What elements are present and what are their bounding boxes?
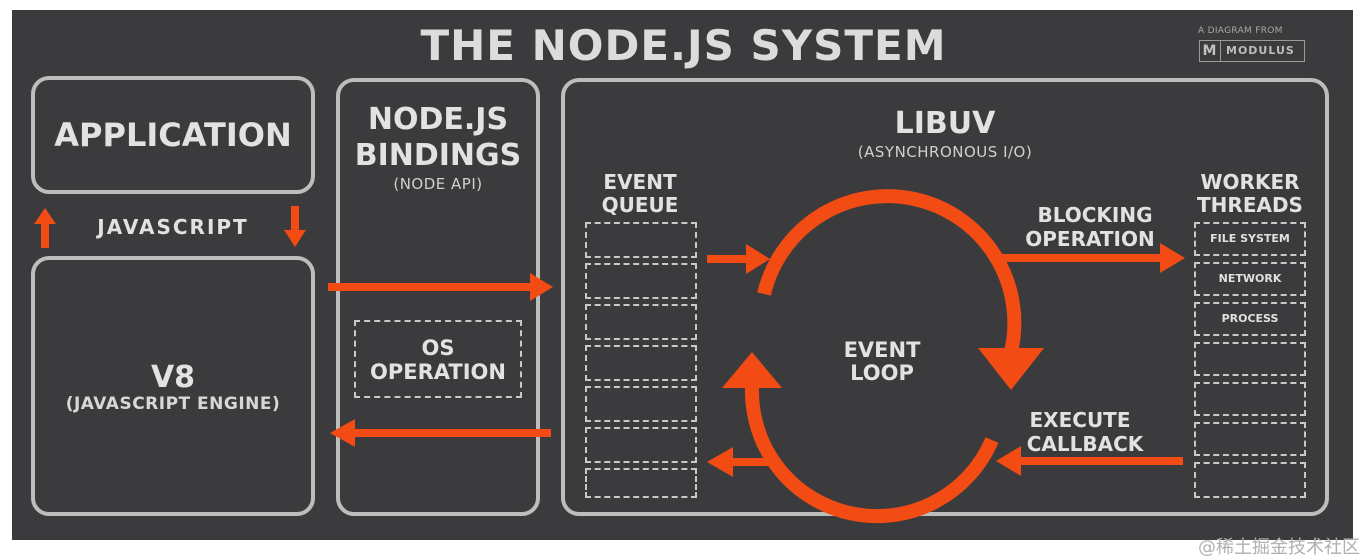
event-loop-arc-top [757, 189, 1022, 354]
libuv-title: LIBUV [894, 106, 996, 141]
event-queue-label-line1: EVENT [603, 170, 677, 194]
worker-thread-slot [1194, 462, 1306, 498]
node-bindings-title-line1: NODE.JS [367, 102, 509, 137]
libuv-subtitle: (ASYNCHRONOUS I/O) [857, 143, 1033, 161]
worker-item-file-system: FILE SYSTEM [1210, 232, 1290, 245]
arrow-left-loop-to-queue [707, 447, 772, 477]
worker-threads-label-line1: WORKER [1200, 170, 1300, 194]
event-queue-slot [585, 222, 697, 258]
brand-logo-icon: M [1199, 40, 1221, 62]
os-operation-line1: OS [421, 336, 455, 360]
event-loop-arrowhead-right [978, 348, 1044, 390]
arrow-up-icon [34, 208, 56, 248]
arrow-left-execute-callback [996, 446, 1183, 476]
node-bindings-title-line2: BINDINGS [354, 138, 522, 173]
event-queue-slot [585, 468, 697, 498]
worker-thread-slot [1194, 422, 1306, 456]
worker-thread-slot [1194, 222, 1306, 256]
node-bindings-subtitle: (NODE API) [393, 175, 483, 193]
event-loop-label-line2: LOOP [850, 361, 914, 385]
event-queue-slot [585, 427, 697, 463]
diagram-background [12, 10, 1353, 540]
worker-thread-slot [1194, 262, 1306, 296]
event-loop-label-line1: EVENT [843, 338, 921, 362]
diagram-title: THE NODE.JS SYSTEM [420, 21, 947, 70]
os-operation-box [354, 320, 522, 398]
blocking-operation-line2: OPERATION [1025, 227, 1155, 251]
event-queue-slot [585, 263, 697, 299]
arrow-right-blocking-operation [997, 243, 1185, 273]
event-loop-arc-bottom [744, 387, 999, 524]
libuv-box [561, 78, 1329, 516]
arrow-right-v8-to-libuv [328, 273, 553, 301]
brand-name: MODULUS [1226, 44, 1295, 57]
worker-thread-slot [1194, 342, 1306, 376]
application-box [31, 76, 315, 194]
arrow-left-libuv-to-v8 [330, 419, 551, 447]
event-queue-label-line2: QUEUE [601, 193, 679, 217]
brand-tagline: A DIAGRAM FROM [1198, 26, 1283, 36]
v8-box [31, 256, 315, 516]
event-loop-arrowhead-left [722, 352, 782, 388]
worker-item-process: PROCESS [1221, 312, 1279, 325]
execute-callback-line1: EXECUTE [1029, 408, 1131, 432]
worker-threads-label-line2: THREADS [1197, 193, 1303, 217]
v8-subtitle: (JAVASCRIPT ENGINE) [65, 394, 281, 414]
v8-title: V8 [150, 360, 196, 395]
worker-item-network: NETWORK [1218, 272, 1282, 285]
worker-thread-slot [1194, 382, 1306, 416]
blocking-operation-line1: BLOCKING [1037, 203, 1153, 227]
worker-thread-slot [1194, 302, 1306, 336]
node-bindings-box [336, 78, 540, 516]
os-operation-line2: OPERATION [370, 360, 506, 384]
application-label: APPLICATION [54, 116, 292, 154]
watermark: @稀土掘金技术社区 [1198, 537, 1360, 558]
event-queue-slot [585, 345, 697, 381]
brand-logo-frame [1199, 40, 1305, 62]
event-queue-slot [585, 304, 697, 340]
arrow-down-icon [284, 206, 306, 247]
execute-callback-line2: CALLBACK [1026, 432, 1144, 456]
javascript-label: JAVASCRIPT [97, 215, 249, 239]
arrow-right-queue-to-loop [707, 244, 770, 274]
event-queue-slot [585, 386, 697, 422]
